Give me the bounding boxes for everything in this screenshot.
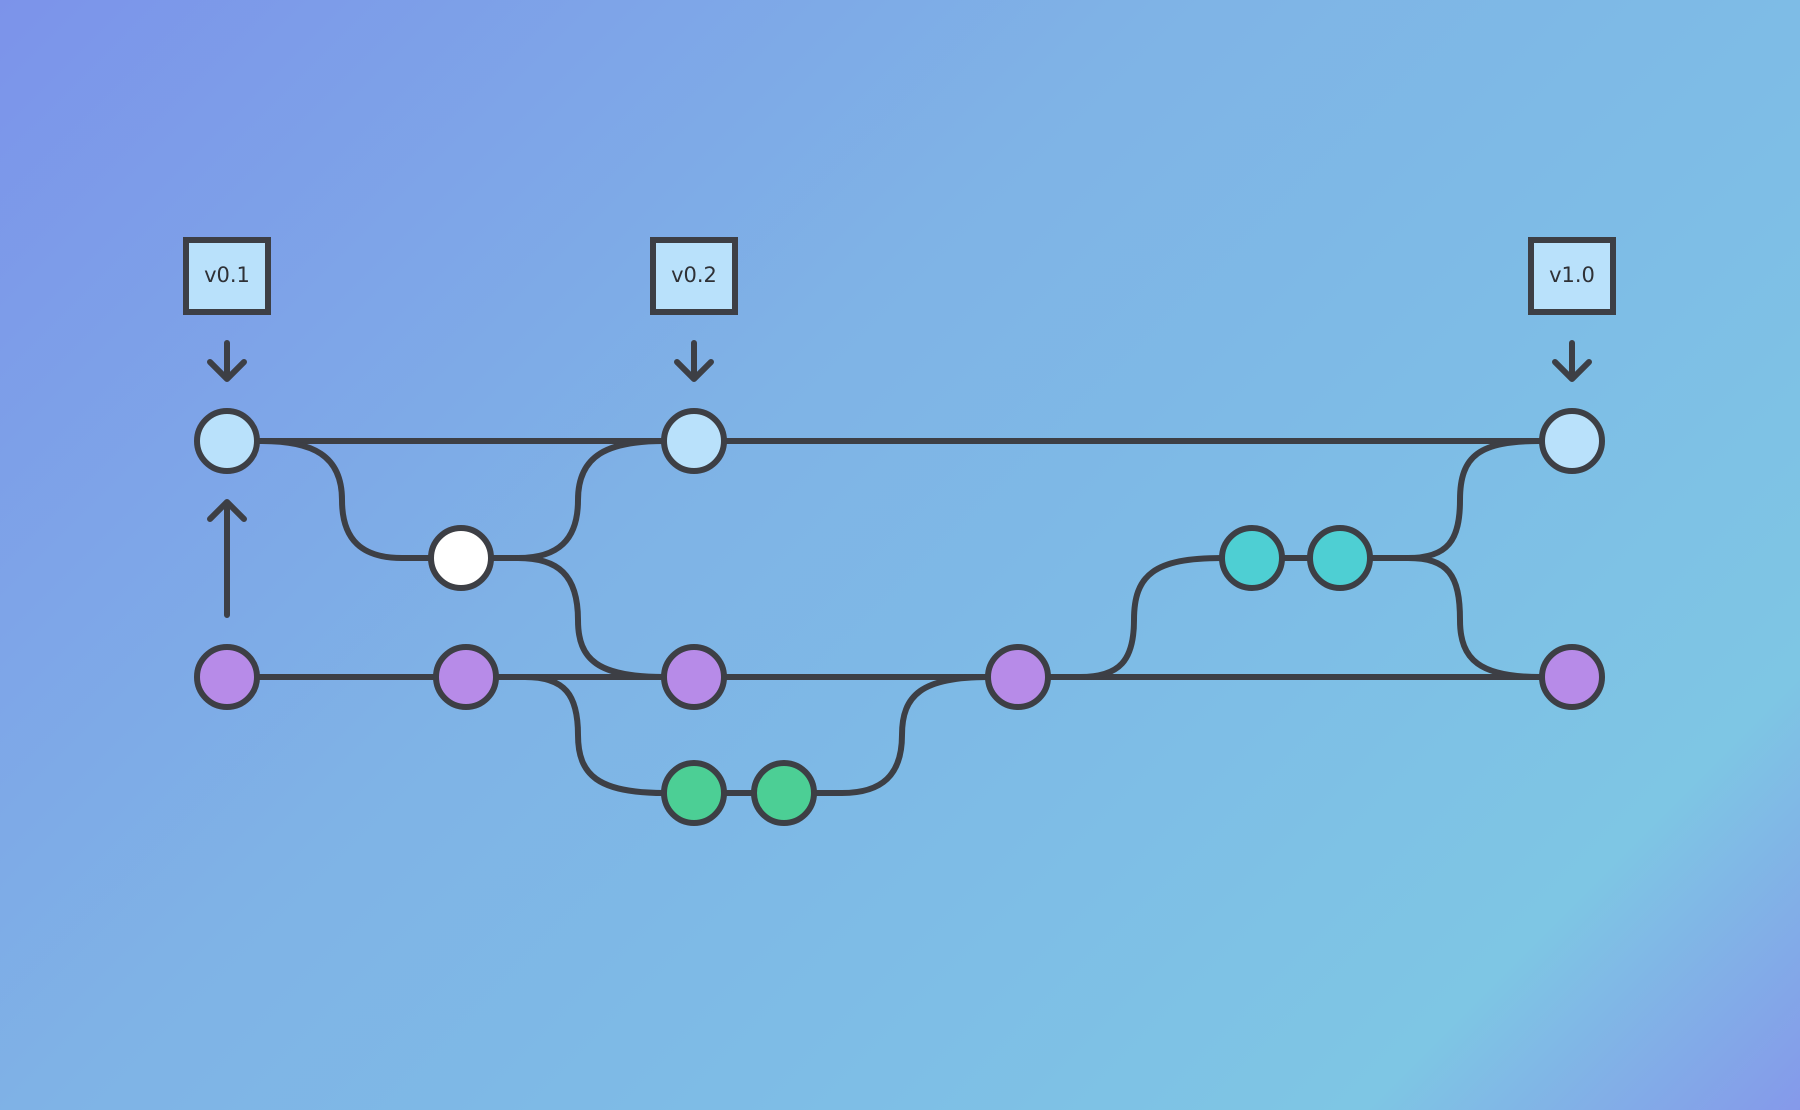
tag-arrow-down-icon	[674, 340, 714, 382]
hotfix-branch-out	[259, 438, 435, 561]
develop-commit	[661, 644, 727, 710]
develop-commit	[194, 644, 260, 710]
tags: v0.1 v0.2 v1.0	[183, 237, 1616, 382]
main-commit	[1539, 408, 1605, 474]
feature-b-merge-main	[1367, 438, 1543, 561]
commits	[194, 408, 1605, 826]
feature-a-branch-out	[495, 674, 667, 796]
feature-a-commit	[661, 760, 727, 826]
tag-arrow-down-icon	[1552, 340, 1592, 382]
feature-a-commit	[751, 760, 817, 826]
tag-label: v0.1	[204, 263, 250, 287]
tag-v1-0: v1.0	[1528, 237, 1616, 382]
hotfix-merge-develop	[515, 555, 667, 680]
branch-arrow-up-icon	[207, 499, 247, 618]
develop-commit	[1539, 644, 1605, 710]
main-commit	[661, 408, 727, 474]
tag-box	[650, 237, 738, 315]
develop-commit	[985, 644, 1051, 710]
main-commit	[194, 408, 260, 474]
tag-arrow-down-icon	[207, 340, 247, 382]
feature-b-merge-develop	[1405, 555, 1543, 680]
branch-lines	[224, 438, 1575, 796]
feature-b-commit	[1219, 525, 1285, 591]
tag-box	[1528, 237, 1616, 315]
tag-v0-2: v0.2	[650, 237, 738, 382]
hotfix-commit	[428, 525, 494, 591]
tag-box	[183, 237, 271, 315]
feature-a-merge	[811, 674, 991, 796]
hotfix-merge-main	[487, 438, 667, 561]
develop-commit	[433, 644, 499, 710]
tag-v0-1: v0.1	[183, 237, 271, 382]
tag-label: v0.2	[671, 263, 717, 287]
feature-b-branch-out	[1045, 555, 1225, 680]
feature-b-commit	[1307, 525, 1373, 591]
tag-label: v1.0	[1549, 263, 1595, 287]
